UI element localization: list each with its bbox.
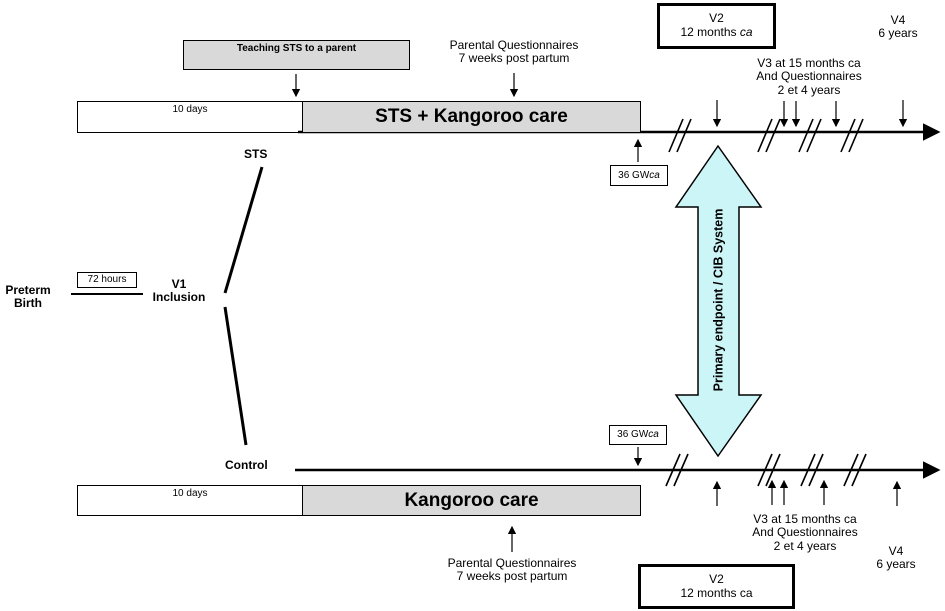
teaching-sts-box: Teaching STS to a parent bbox=[183, 40, 410, 70]
top-v2-line2: 12 months ca bbox=[660, 24, 773, 40]
branch-line-sts bbox=[223, 166, 264, 294]
top-gw-ca: ca bbox=[649, 170, 660, 181]
branch-line-control bbox=[223, 306, 248, 446]
bottom-v2-box: V2 12 months ca bbox=[638, 564, 795, 609]
top-v2-ca: ca bbox=[739, 24, 753, 39]
arm-sts-label: STS bbox=[244, 147, 268, 161]
top-gw-text: 36 GW bbox=[618, 170, 650, 181]
top-ten-days-box: 10 days bbox=[77, 101, 303, 133]
preterm-birth-label: Preterm Birth bbox=[5, 283, 51, 311]
top-v2-box: V2 12 months ca bbox=[657, 3, 776, 49]
bottom-ten-days-box: 10 days bbox=[77, 485, 303, 516]
top-v3-label: V3 at 15 months ca And Questionnaires 2 … bbox=[756, 56, 862, 97]
top-care-box: STS + Kangoroo care bbox=[302, 101, 641, 133]
top-v2-line1: V2 bbox=[709, 11, 724, 25]
top-break-marks bbox=[668, 118, 864, 153]
box-72-hours: 72 hours bbox=[77, 272, 137, 288]
arm-control-label: Control bbox=[225, 458, 268, 472]
bottom-gw-ca: ca bbox=[648, 429, 659, 440]
bottom-gw-box: 36 GWca bbox=[609, 425, 667, 445]
primary-endpoint-label-wrap: Primary endpoint / CIB System bbox=[709, 150, 727, 450]
primary-endpoint-label: Primary endpoint / CIB System bbox=[711, 208, 725, 392]
top-gw-box: 36 GWca bbox=[610, 165, 668, 186]
v1-inclusion-label: V1 Inclusion bbox=[152, 277, 206, 305]
top-v2-text: 12 months bbox=[680, 24, 740, 39]
top-questionnaires-label: Parental Questionnaires 7 weeks post par… bbox=[449, 38, 579, 66]
bottom-v4-label: V4 6 years bbox=[876, 544, 916, 572]
primary-endpoint-arrow bbox=[674, 144, 763, 458]
top-v4-label: V4 6 years bbox=[878, 13, 918, 41]
bottom-up-arrows bbox=[507, 479, 902, 552]
bottom-care-box: Kangoroo care bbox=[302, 485, 641, 516]
bottom-v3-label: V3 at 15 months ca And Questionnaires 2 … bbox=[752, 512, 858, 553]
top-down-arrows bbox=[291, 73, 908, 128]
bottom-questionnaires-label: Parental Questionnaires 7 weeks post par… bbox=[447, 556, 577, 584]
bottom-gw-text: 36 GW bbox=[617, 429, 649, 440]
